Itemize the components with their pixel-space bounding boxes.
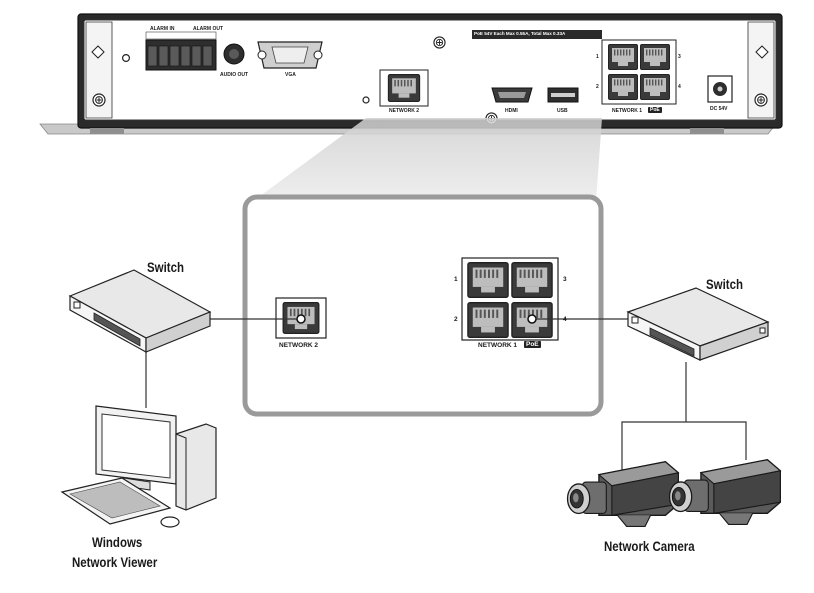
switch-left-label: Switch (147, 259, 185, 275)
zoom-network1-label: NETWORK 1 (478, 342, 517, 349)
zoom-port-number-1: 1 (454, 276, 458, 283)
nvr-alarm-in-label: ALARM IN (150, 26, 175, 32)
nvr-port-number-3: 3 (678, 54, 681, 60)
nvr-usb-label: USB (557, 108, 568, 114)
zoom-port-number-4: 4 (563, 316, 567, 323)
zoom-box (242, 194, 604, 417)
camera-label: Network Camera (604, 538, 695, 554)
zoom-beam (252, 118, 602, 202)
nvr-rear-panel (39, 13, 783, 135)
zoom-poe-label: PoE (524, 341, 541, 348)
nvr-alarm-out-label: ALARM OUT (193, 26, 223, 32)
nvr-port-number-4: 4 (678, 84, 681, 90)
nvr-network2-label: NETWORK 2 (389, 108, 419, 114)
nvr-poe-label: PoE (648, 107, 662, 113)
nvr-port-number-2: 2 (596, 84, 599, 90)
switch-right-device (626, 287, 770, 361)
cables (145, 318, 747, 472)
nvr-network1-label: NETWORK 1 (612, 108, 642, 114)
nvr-hdmi-label: HDMI (505, 108, 518, 114)
viewer-label-line1: Windows (92, 534, 143, 550)
nvr-dc-label: DC 54V (710, 106, 728, 112)
zoom-port-number-2: 2 (454, 316, 458, 323)
nvr-poe-spec-label: PoE 54V Each Max 0.55A, Total Max 0.33A (474, 31, 566, 36)
switch-left-device (68, 269, 212, 354)
zoom-port-number-3: 3 (563, 276, 567, 283)
computer-device (60, 405, 217, 528)
nvr-vga-label: VGA (285, 72, 296, 78)
nvr-audio-out-label: AUDIO OUT (220, 72, 249, 78)
nvr-port-number-1: 1 (596, 54, 599, 60)
viewer-label-line2: Network Viewer (72, 554, 158, 570)
camera-device-1 (566, 461, 680, 528)
switch-right-label: Switch (706, 276, 744, 292)
camera-device-2 (668, 459, 782, 526)
zoom-network2-label: NETWORK 2 (279, 342, 318, 349)
